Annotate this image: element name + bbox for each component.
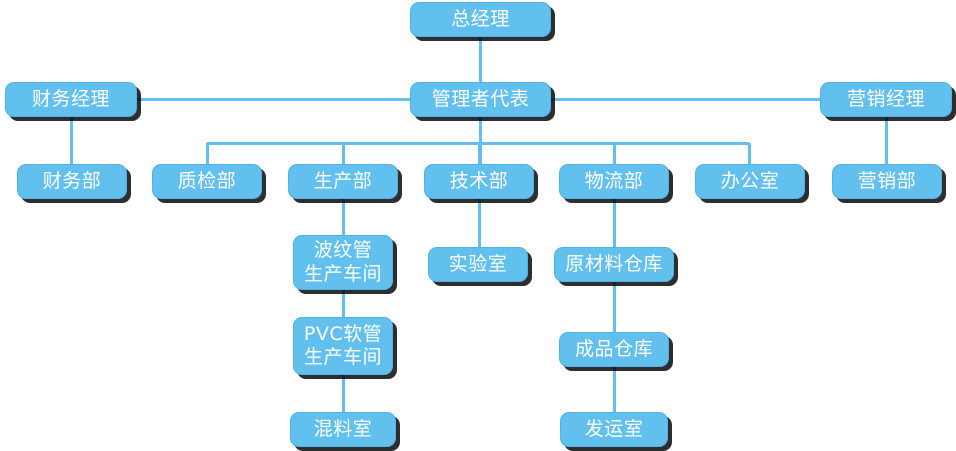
org-node-label: 技术部 [449,169,509,192]
org-node-gm[interactable]: 总经理 [410,2,551,37]
org-node-fin-wh[interactable]: 成品仓库 [559,332,669,367]
org-node-qc-dept[interactable]: 质检部 [152,164,262,199]
org-node-mkt-mgr[interactable]: 营销经理 [820,82,952,117]
org-node-label: 成品仓库 [574,337,653,360]
org-node-label: 混料室 [313,417,373,440]
org-node-label: 波纹管 生产车间 [303,239,382,285]
org-node-label: 管理者代表 [431,87,530,110]
org-node-label: 物流部 [584,169,644,192]
org-node-label: 质检部 [177,169,237,192]
org-node-label: 营销经理 [846,87,925,110]
org-node-pvc-shop[interactable]: PVC软管 生产车间 [293,317,393,375]
org-node-ship-room[interactable]: 发运室 [560,412,668,447]
org-node-label: PVC软管 生产车间 [303,322,383,368]
org-node-raw-wh[interactable]: 原材料仓库 [554,247,674,282]
org-node-fin-dept[interactable]: 财务部 [17,164,127,199]
org-node-mgmt-rep[interactable]: 管理者代表 [410,82,551,117]
org-node-mkt-dept[interactable]: 营销部 [832,164,942,199]
org-node-log-dept[interactable]: 物流部 [559,164,669,199]
org-node-label: 生产部 [313,169,373,192]
org-node-mix-room[interactable]: 混料室 [290,412,396,447]
org-node-lab[interactable]: 实验室 [428,247,528,282]
org-node-label: 营销部 [857,169,917,192]
org-node-tech-dept[interactable]: 技术部 [424,164,534,199]
org-node-label: 实验室 [448,252,508,275]
org-node-fin-mgr[interactable]: 财务经理 [5,82,137,117]
org-node-label: 发运室 [584,417,644,440]
org-node-label: 财务经理 [31,87,110,110]
org-node-label: 办公室 [720,169,780,192]
org-node-prod-dept[interactable]: 生产部 [288,164,398,199]
org-node-label: 原材料仓库 [565,252,663,275]
org-node-office[interactable]: 办公室 [695,164,805,199]
org-node-label: 总经理 [451,7,510,30]
org-node-label: 财务部 [42,169,102,192]
org-node-corr-shop[interactable]: 波纹管 生产车间 [293,235,393,290]
